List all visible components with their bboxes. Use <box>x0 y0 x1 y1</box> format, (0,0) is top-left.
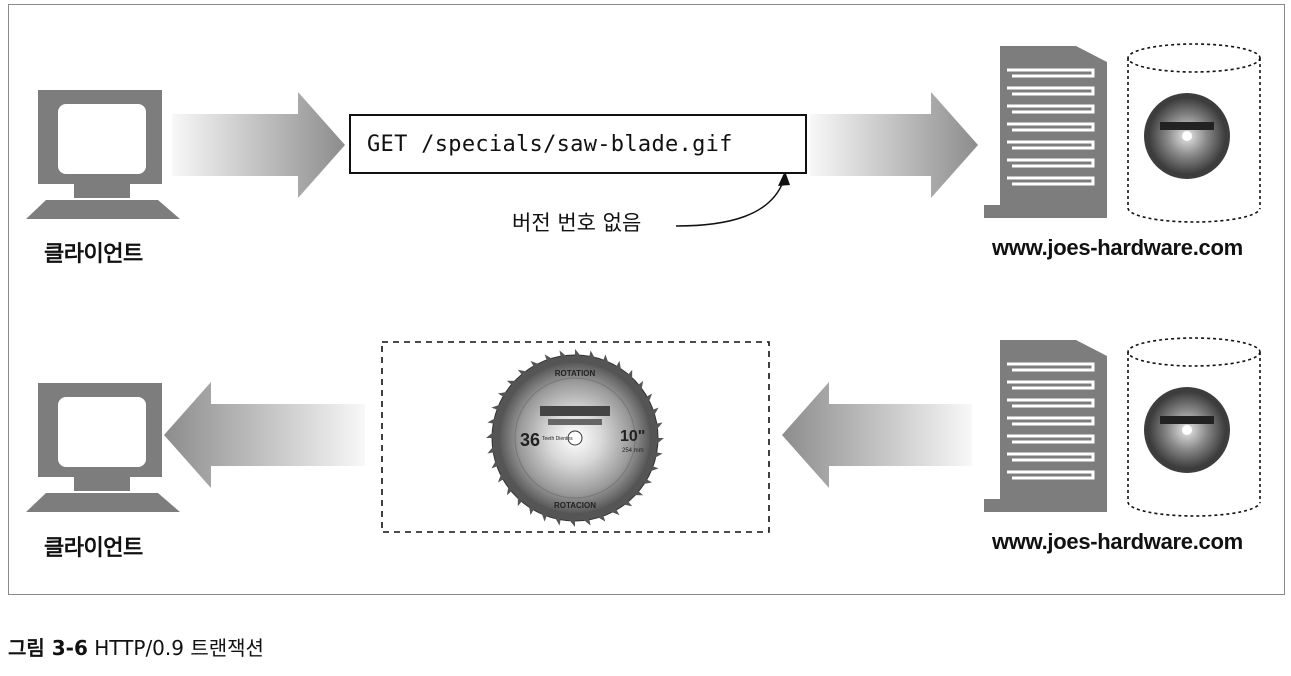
saw-tooth <box>644 393 653 405</box>
saw-blade-image <box>486 349 664 527</box>
saw-tooth <box>517 369 530 377</box>
saw-tooth <box>491 403 503 411</box>
saw-tooth <box>559 350 569 360</box>
saw-tooth <box>588 350 597 361</box>
figure-caption: 그림 3-6 HTTP/0.9 트랜잭션 <box>8 632 264 661</box>
client-label-response: 클라이언트 <box>44 536 143 561</box>
http-request-line: GET /specials/saw-blade.gif <box>367 131 733 157</box>
request-arrow-left <box>172 92 345 198</box>
saw-tooth <box>497 391 510 398</box>
storage-cylinder-icon <box>1127 43 1261 223</box>
saw-tooth <box>608 507 620 516</box>
saw-tooth <box>506 483 514 496</box>
blade-size-sub: 254 mm <box>622 448 644 454</box>
no-version-note: 버전 번호 없음 <box>512 211 642 235</box>
saw-tooth <box>636 380 644 393</box>
server-icon-response <box>984 340 1107 512</box>
note-pointer <box>675 181 784 227</box>
note-arrowhead <box>778 171 790 186</box>
figure-title: HTTP/0.9 트랜잭션 <box>94 636 264 660</box>
saw-tooth <box>631 489 644 496</box>
saw-tooth <box>486 430 496 438</box>
saw-tooth <box>581 516 591 526</box>
server-icon <box>984 46 1107 218</box>
saw-tooth <box>517 494 524 507</box>
figure-number: 그림 3-6 <box>8 636 88 660</box>
request-arrow-right <box>810 92 978 198</box>
response-body-box <box>381 341 770 533</box>
client-computer-icon <box>26 90 180 219</box>
blade-teeth-sub: Teeth Dientes <box>542 436 573 442</box>
saw-tooth <box>567 517 575 527</box>
saw-tooth <box>575 349 583 359</box>
blade-top-text: ROTATION <box>555 369 596 378</box>
client-computer-icon-response <box>26 383 180 512</box>
saw-tooth <box>528 503 535 516</box>
saw-tooth <box>506 380 519 387</box>
saw-tooth <box>647 465 659 473</box>
saw-tooth <box>497 471 506 483</box>
response-arrow-left <box>164 382 365 488</box>
saw-tooth <box>615 360 622 373</box>
saw-tooth <box>491 458 500 469</box>
server-hostname-label: www.joes-hardware.com <box>992 235 1243 260</box>
http-request-line-box: GET /specials/saw-blade.gif <box>349 114 807 174</box>
blade-size-main: 10" <box>620 428 645 445</box>
saw-tooth <box>654 438 664 446</box>
blade-bottom-text: ROTACION <box>554 501 596 510</box>
saw-tooth <box>595 513 606 522</box>
saw-tooth <box>553 515 562 526</box>
blade-teeth-number: 36 <box>520 430 540 450</box>
saw-tooth <box>602 354 610 366</box>
saw-tooth <box>653 422 663 432</box>
saw-tooth <box>544 354 555 363</box>
saw-tooth <box>640 478 653 485</box>
small-saw-blade-icon <box>1144 93 1230 179</box>
saw-tooth <box>487 416 498 425</box>
saw-tooth <box>626 369 633 382</box>
saw-tooth <box>620 499 633 507</box>
small-saw-blade-icon-response <box>1144 387 1230 473</box>
saw-tooth <box>650 407 659 418</box>
saw-tooth <box>530 360 542 369</box>
saw-tooth <box>487 444 497 454</box>
server-hostname-label-response: www.joes-hardware.com <box>992 529 1243 554</box>
storage-cylinder-icon-response <box>1127 337 1261 517</box>
saw-tooth <box>652 451 663 460</box>
client-label: 클라이언트 <box>44 242 143 267</box>
saw-tooth <box>540 510 548 522</box>
response-arrow-right <box>782 382 972 488</box>
